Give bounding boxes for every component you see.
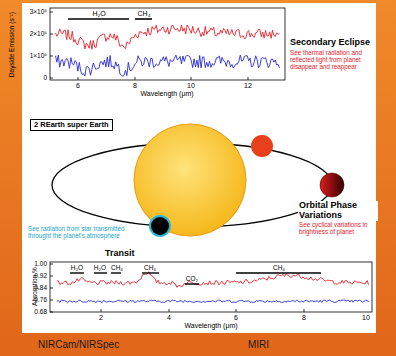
label: CH₄: [273, 264, 285, 271]
axis-title: Dayside Emission (s⁻¹): [8, 12, 15, 77]
label: CH₄: [138, 10, 151, 18]
chart-frame: [50, 262, 372, 312]
label: 3×10⁵: [30, 8, 47, 15]
eclipse-planet: [251, 135, 273, 157]
star: [134, 124, 246, 236]
label: 0.92: [34, 272, 47, 279]
band-bars: [70, 273, 321, 284]
label: See radiation from star transmitted thro…: [27, 226, 147, 240]
emission-spectra: [56, 25, 280, 76]
label: 10: [187, 82, 195, 90]
axis-ticks: [50, 264, 304, 312]
spectrum-line: [57, 300, 369, 303]
label: 2: [99, 314, 103, 322]
band-bars: [68, 18, 152, 20]
label: Wavelength (μm): [184, 322, 237, 330]
spectrum-line: [57, 272, 369, 288]
white-panel: [22, 3, 376, 333]
label: Wavelength (μm): [140, 90, 193, 98]
label: 4: [167, 314, 171, 322]
label: 8: [133, 82, 137, 90]
label: NIRCam/NIRSpec: [38, 339, 119, 350]
phase-planet: [320, 173, 344, 197]
heading: Secondary Eclipse: [290, 38, 370, 48]
label: 6: [234, 314, 238, 322]
label: See cyclical variations in brightness of…: [298, 222, 376, 236]
label: CH₄: [111, 264, 123, 271]
label: 1×10⁵: [30, 52, 47, 59]
spectrum-line: [56, 25, 280, 49]
label: 8: [302, 314, 306, 322]
label: See thermal radiation and reflected ligh…: [290, 50, 374, 71]
label: 0.84: [34, 284, 47, 291]
heading: Transit: [104, 249, 136, 259]
box-text: 2 REarth super Earth: [34, 120, 109, 129]
label: H₂O: [94, 264, 106, 271]
transit-planet: [150, 216, 170, 236]
absorption-spectra: [57, 272, 369, 303]
label: 0: [43, 74, 47, 81]
label: CO₂: [186, 275, 198, 282]
label: H₂O: [92, 10, 105, 18]
label: H₂O: [71, 264, 83, 271]
label: 0.68: [34, 308, 47, 315]
label: 10: [362, 314, 370, 322]
label: 2×10⁵: [30, 30, 47, 37]
label: 1.00: [34, 260, 47, 267]
heading: Orbital Phase Variations: [298, 201, 378, 221]
chart-frame: [50, 8, 285, 80]
spectrum-line: [56, 55, 280, 76]
caption-box: 2 REarth super Earth: [30, 119, 113, 131]
label: CH₄: [144, 264, 156, 271]
label: MIRI: [248, 339, 269, 350]
label: 6: [76, 82, 80, 90]
label: 12: [244, 82, 252, 90]
axis-ticks: [50, 12, 248, 80]
label: 0.76: [34, 296, 47, 303]
